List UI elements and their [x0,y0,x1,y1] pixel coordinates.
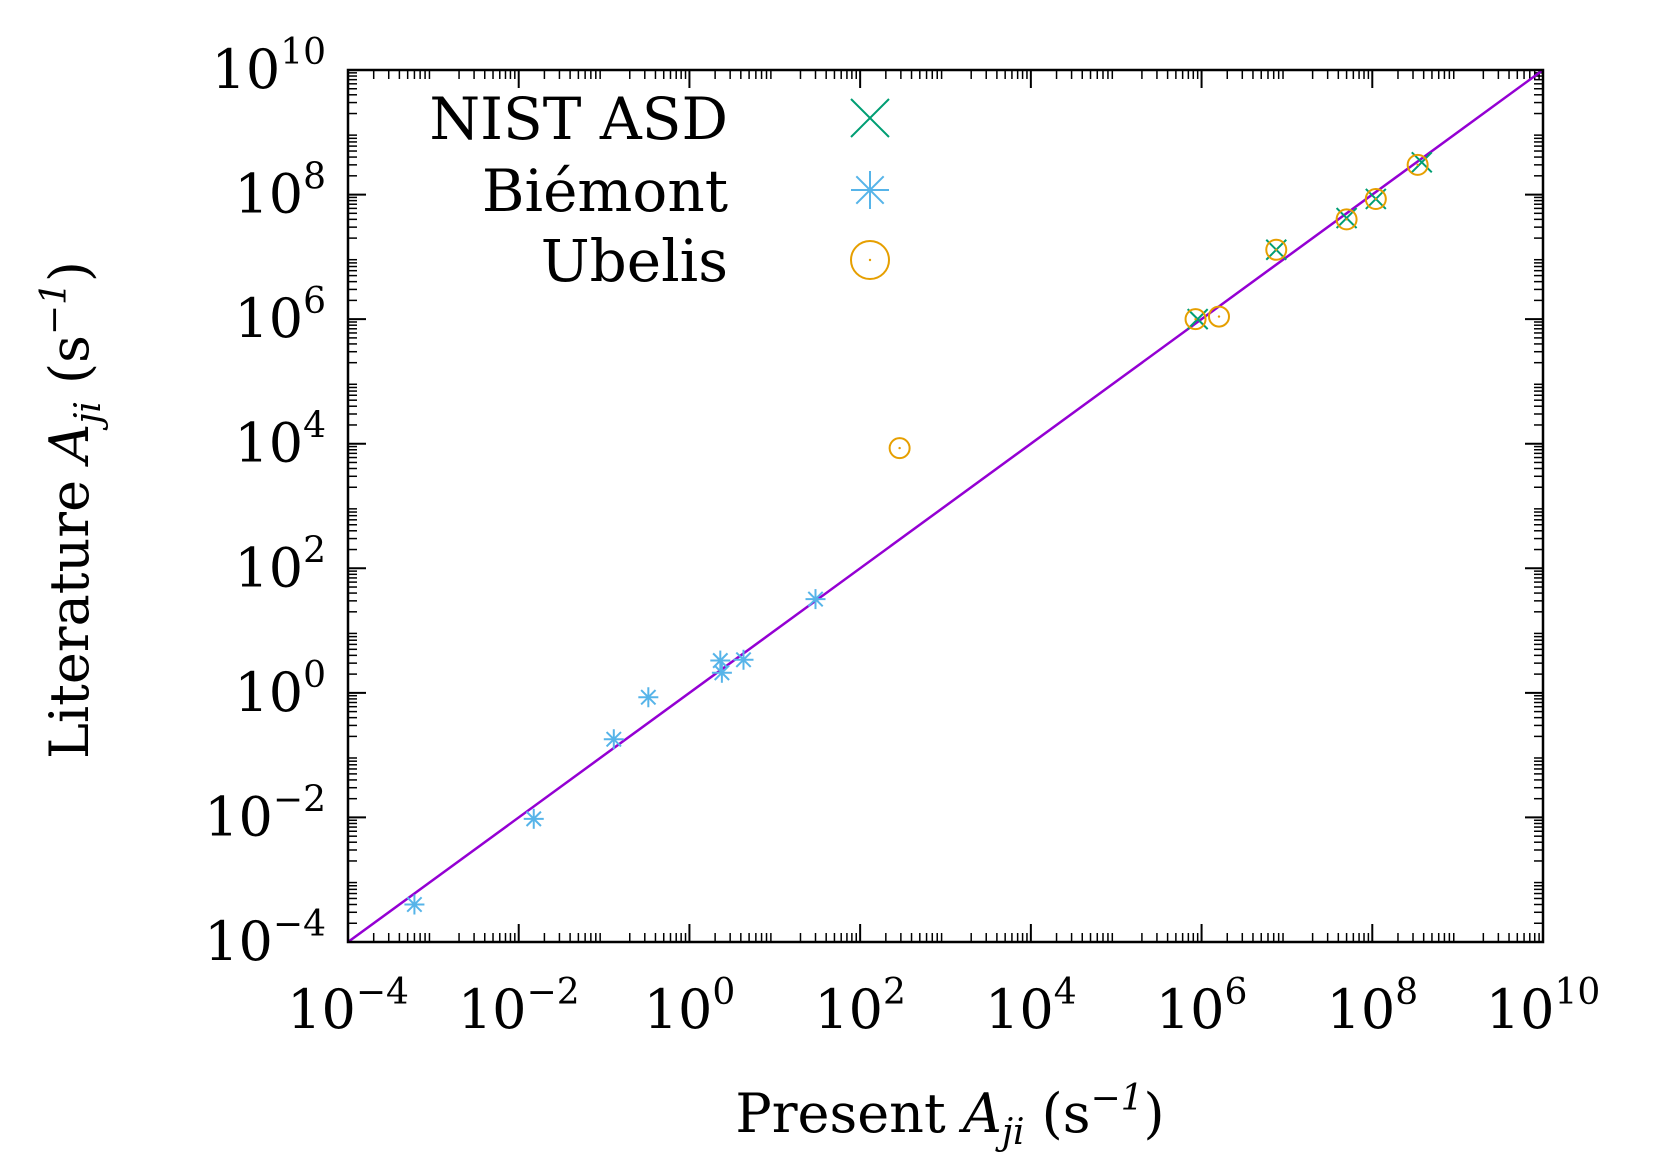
legend-marker-stroke [850,98,890,138]
y-tick-label: 100 [234,655,326,724]
y-tick-labels: 10−4 10−2 100 102 104 106 108 1010 [204,32,326,973]
marker-stroke [1186,308,1209,330]
data-points [404,151,1433,915]
x-tick-label: 1010 [1486,972,1601,1041]
x-tick-label: 106 [1156,972,1248,1041]
legend-marker [850,240,890,280]
data-point [1184,308,1207,331]
y-tick-label: 106 [234,281,326,350]
marker-stroke [1411,151,1433,173]
y-tick-label: 10−4 [204,904,326,973]
marker-stroke [605,731,622,748]
data-point [711,662,732,683]
y-tick-label: 10−2 [204,779,326,848]
data-point [805,589,826,610]
marker-stroke [525,810,542,827]
data-point [1406,153,1429,176]
data-point [523,808,544,829]
minor-ticks [348,70,1543,942]
marker-dot [1275,248,1278,251]
legend-marker [851,171,889,209]
legend-marker [850,98,890,138]
legend-label: Ubelis [541,227,728,295]
marker-stroke [406,896,423,913]
legend-label: Biémont [482,157,728,225]
y-tick-label: 104 [234,406,326,475]
x-tick-label: 108 [1326,972,1418,1041]
legend-label: NIST ASD [429,85,728,153]
marker-stroke [713,664,730,681]
legend-marker-ring [850,240,890,280]
marker-ring [1406,153,1429,176]
major-ticks [347,69,1544,943]
data-point [888,437,911,460]
marker-stroke [735,651,752,668]
marker-dot [898,446,901,450]
data-point [1265,238,1288,261]
data-point [1335,208,1358,231]
series-1 [404,589,826,915]
marker-dot [1194,317,1197,321]
x-tick-label: 102 [814,972,906,1041]
data-point [733,649,754,670]
legend-marker-stroke [855,175,885,205]
y-tick-label: 102 [234,530,326,599]
marker-ring [1265,238,1288,261]
data-point [1364,187,1387,210]
x-tick-label: 104 [985,972,1077,1041]
marker-dot [1374,197,1378,201]
marker-dot [1416,163,1419,167]
x-tick-label: 10−2 [458,972,580,1041]
y-tick-label: 108 [234,157,326,226]
marker-stroke [640,689,657,706]
data-point [1186,308,1209,330]
marker-dot [1345,218,1348,221]
x-tick-label: 100 [644,972,736,1041]
marker-ring [1335,208,1358,231]
legend-marker-dot [868,258,872,262]
data-point [638,687,659,708]
data-point [1207,305,1230,328]
marker-ring [1364,187,1387,210]
y-axis-label: Literature Aji (s−1) [34,261,109,759]
x-tick-label: 10−4 [287,972,409,1041]
y-tick-label: 1010 [211,32,326,101]
x-tick-labels: 10−4 10−2 100 102 104 106 108 1010 [287,972,1600,1041]
plot-frame [346,68,1545,944]
marker-stroke [807,591,824,608]
x-axis-label: Present Aji (s−1) [735,1078,1164,1153]
data-point [710,650,731,671]
data-point [404,894,425,915]
data-point [603,729,624,750]
marker-ring [1184,308,1207,331]
marker-ring [1207,305,1230,328]
series-2 [888,153,1429,460]
marker-ring [888,437,911,460]
marker-dot [1217,315,1221,318]
